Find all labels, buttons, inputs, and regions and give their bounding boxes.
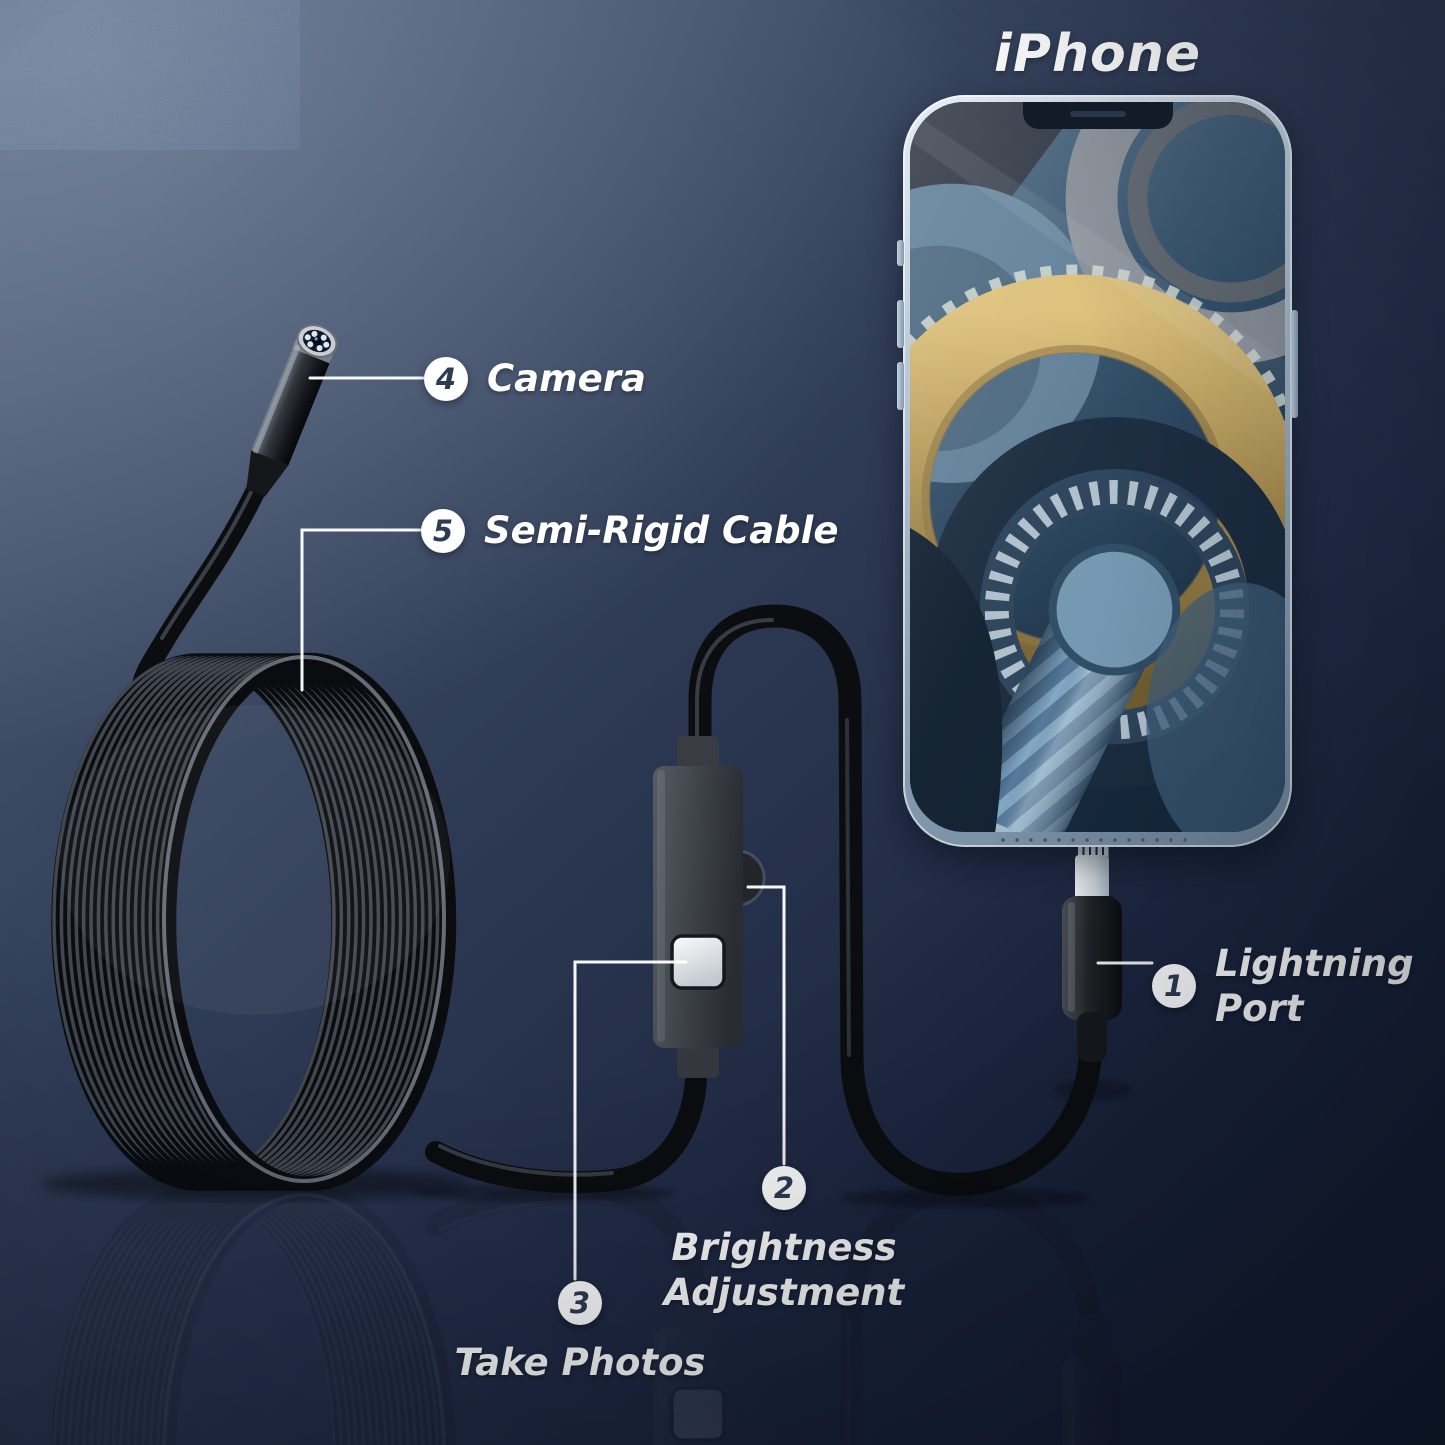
cable-coil-to-unit [425,1069,707,1194]
probe-led-ring [304,330,330,352]
callout-take-photos-label: Take Photos [454,1341,706,1384]
callout-camera-label: Camera [487,357,646,400]
leader-photos [573,960,688,1281]
callout-brightness-number: 2 [762,1166,806,1210]
power-button [1291,310,1298,418]
callout-camera-number: 4 [424,356,468,401]
volume-up-button [897,300,904,348]
lightning-housing [1062,896,1122,1020]
control-unit [653,736,766,1078]
callout-semi-rigid-cable: 5 Semi-Rigid Cable [421,508,838,553]
iphone-screen [910,102,1285,832]
callout-semi-rigid-number: 5 [421,508,465,553]
camera-probe [246,324,338,497]
volume-down-button [897,362,904,410]
callout-take-photos-number: 3 [558,1281,602,1325]
bottom-speaker-holes [999,837,1196,843]
iphone-device [903,95,1292,847]
main-cable [688,604,1103,1196]
callout-lightning-number: 1 [1152,964,1196,1009]
notch [1022,102,1173,129]
device-label: iPhone [994,24,1201,84]
lightning-connector [1062,847,1122,1062]
control-unit-body [653,766,743,1048]
callout-take-photos: 3 Take Photos [425,1281,735,1385]
leader-lines [300,376,1154,1281]
leader-semi-rigid [300,528,422,692]
leader-brightness [746,885,786,1166]
endoscope-camera-feed [910,102,1285,832]
callout-camera: 4 Camera [424,356,646,401]
lightning-metal-tip [1075,855,1109,903]
coiled-cable [54,657,457,1192]
earpiece-speaker [1069,111,1126,117]
callout-semi-rigid-label: Semi-Rigid Cable [484,509,839,552]
mute-switch [897,240,904,266]
